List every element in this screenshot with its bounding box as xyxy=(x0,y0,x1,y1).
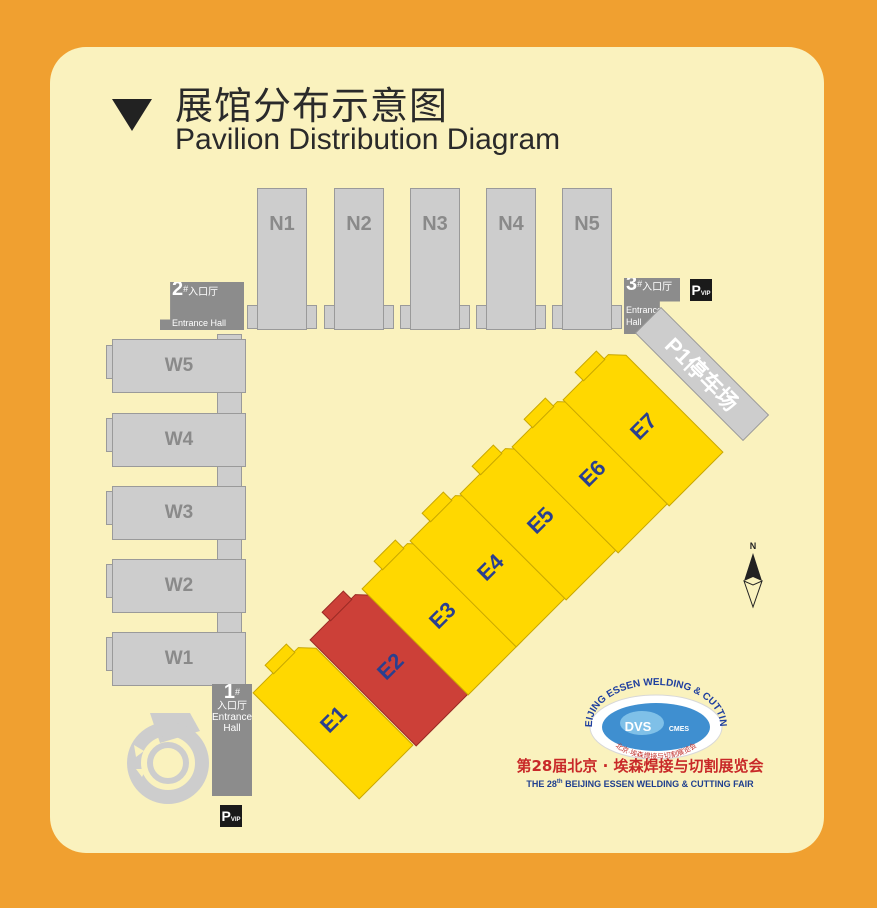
hall-e3[interactable]: E3 xyxy=(354,527,523,696)
logo-cmes: CMES xyxy=(669,726,690,733)
entrance-1-en2: Hall xyxy=(223,723,241,734)
entrance-3-en1: Entrance xyxy=(626,305,663,315)
entrance-3-sup: # xyxy=(637,279,643,289)
hall-w4[interactable]: W4 xyxy=(112,413,246,467)
hall-w5[interactable]: W5 xyxy=(112,339,246,393)
map-card: 展馆分布示意图 Pavilion Distribution Diagram N1… xyxy=(50,47,824,853)
fair-logo: BEIJING ESSEN WELDING & CUTTING DVS CMES… xyxy=(578,669,728,761)
vip-parking-n-sub: VIP xyxy=(700,291,711,297)
vip-parking-s-p: P xyxy=(221,808,231,824)
compass-label: N xyxy=(750,541,757,551)
fair-name-en-pre: THE 28 xyxy=(526,779,557,789)
entrance-2-sup: # xyxy=(183,284,189,294)
entrance-2-number: 2 xyxy=(172,278,184,300)
hall-n5[interactable]: N5 xyxy=(562,188,612,330)
entrance-1[interactable]: 1# 入口厅 Entrance Hall xyxy=(212,681,253,796)
page-title-cn: 展馆分布示意图 xyxy=(175,84,449,128)
entrance-3-en2: Hall xyxy=(626,317,642,327)
hall-w3[interactable]: W3 xyxy=(112,486,246,540)
entrance-1-en1: Entrance xyxy=(212,712,253,723)
entrance-1-cn: 入口厅 xyxy=(217,701,247,712)
entrance-2[interactable]: 2#入口厅 Entrance Hall xyxy=(160,282,244,330)
entrance-1-number: 1 xyxy=(223,681,236,703)
hall-e7[interactable]: E7 xyxy=(555,338,724,507)
vip-parking-s-icon[interactable]: PVIP xyxy=(220,805,242,827)
entrance-1-sup: # xyxy=(235,687,241,697)
fair-name-cn: 第28届北京 · 埃森焊接与切割展览会 xyxy=(516,757,764,775)
hall-w2[interactable]: W2 xyxy=(112,559,246,613)
title-triangle-icon xyxy=(112,99,152,131)
logo-dvs: DVS xyxy=(625,719,652,734)
page-title-en: Pavilion Distribution Diagram xyxy=(175,123,561,156)
entrance-2-en: Entrance Hall xyxy=(172,318,227,328)
fair-name-en-post: BEIJING ESSEN WELDING & CUTTING FAIR xyxy=(562,779,754,789)
entrance-3-number: 3 xyxy=(626,273,638,295)
roundabout-icon xyxy=(127,713,209,804)
hall-n3[interactable]: N3 xyxy=(410,188,460,330)
hall-w1[interactable]: W1 xyxy=(112,632,246,686)
hall-n1[interactable]: N1 xyxy=(257,188,307,330)
east-halls-layer: P1停车场 xyxy=(634,306,770,442)
vip-parking-s-sub: VIP xyxy=(230,817,241,823)
hall-n4[interactable]: N4 xyxy=(486,188,536,330)
fair-name-en-sup: th xyxy=(556,779,563,785)
hall-n2[interactable]: N2 xyxy=(334,188,384,330)
entrance-2-cn: 入口厅 xyxy=(188,287,219,298)
north-arrow-icon: N xyxy=(743,541,763,609)
fair-name-en: THE 28th BEIJING ESSEN WELDING & CUTTING… xyxy=(470,779,810,789)
vip-parking-n-p: P xyxy=(691,282,701,298)
vip-parking-n-icon[interactable]: PVIP xyxy=(690,279,712,301)
entrance-3-cn: 入口厅 xyxy=(642,282,673,293)
hall-e1[interactable]: E1 xyxy=(245,631,414,800)
